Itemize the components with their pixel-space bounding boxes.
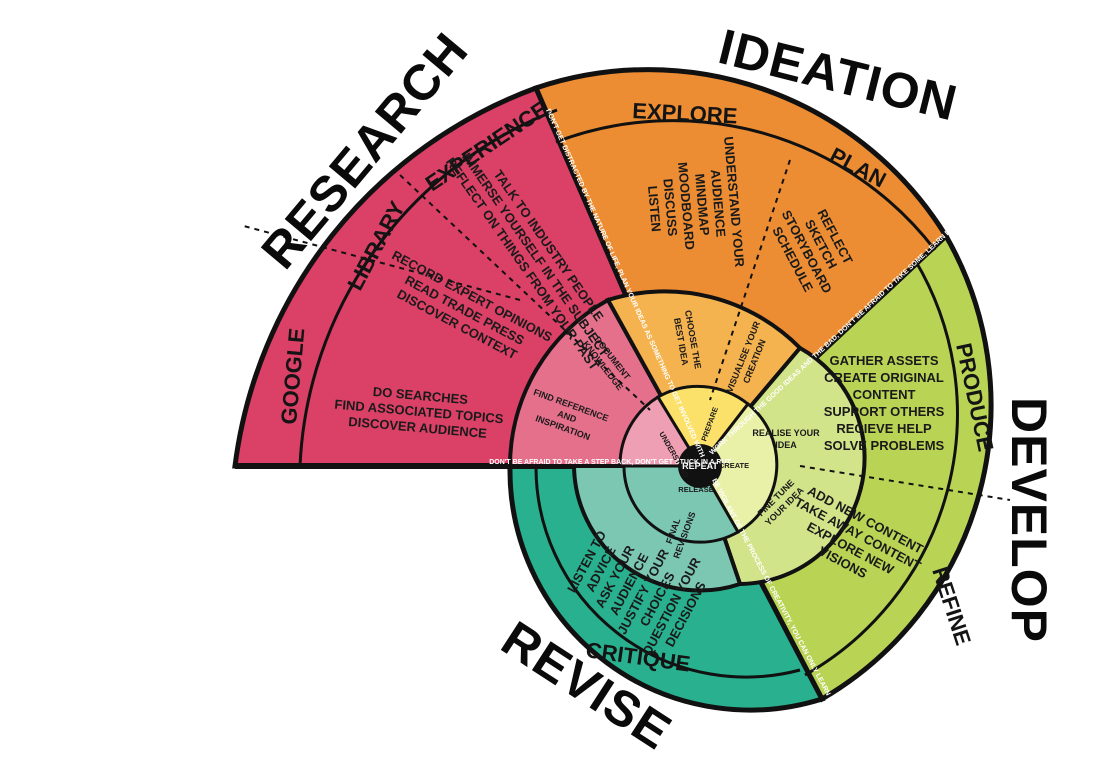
svg-text:CREATE ORIGINAL: CREATE ORIGINAL (824, 370, 944, 385)
phase-explore: EXPLORE (632, 98, 738, 128)
core-repeat: REPEAT (682, 461, 718, 471)
actions-google: DO SEARCHES FIND ASSOCIATED TOPICS DISCO… (334, 384, 504, 441)
ideation-inner-ring (605, 289, 803, 470)
svg-text:MINDMAP: MINDMAP (692, 173, 712, 237)
note-research-revise: DON'T BE AFRAID TO TAKE A STEP BACK, DON… (489, 459, 731, 466)
svg-text:IDEA: IDEA (775, 440, 797, 450)
svg-text:AUDIENCE: AUDIENCE (708, 169, 729, 238)
actions-produce: GATHER ASSETS CREATE ORIGINAL CONTENT SU… (824, 353, 945, 453)
stage-develop-title: DEVELOP (1001, 397, 1057, 643)
svg-text:GATHER ASSETS: GATHER ASSETS (829, 353, 938, 368)
svg-text:CONTENT: CONTENT (853, 387, 916, 402)
revise-sector (507, 463, 826, 713)
svg-text:SUPPORT OTHERS: SUPPORT OTHERS (824, 404, 945, 419)
svg-text:RECIEVE HELP: RECIEVE HELP (836, 421, 932, 436)
svg-text:REALISE YOUR: REALISE YOUR (752, 428, 820, 438)
core-create: CREATE (719, 461, 749, 470)
svg-text:LISTEN: LISTEN (645, 185, 664, 232)
svg-text:DISCUSS: DISCUSS (660, 178, 680, 237)
core-release: RELEASE (678, 485, 713, 494)
inner-realise: REALISE YOUR IDEA (752, 428, 820, 450)
phase-refine: REFINE (927, 564, 976, 648)
repeat-hub (678, 444, 722, 488)
svg-text:SOLVE PROBLEMS: SOLVE PROBLEMS (824, 438, 945, 453)
develop-core (698, 401, 779, 535)
